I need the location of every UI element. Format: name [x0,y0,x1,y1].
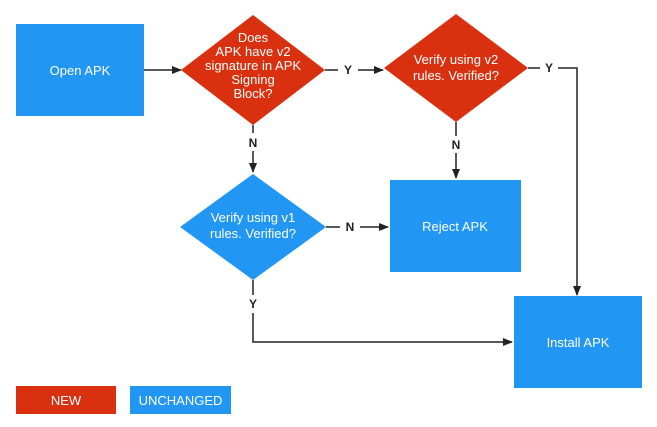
node-verify-v1-decision [180,174,326,280]
node-has-v2-line-5: Block? [233,86,272,101]
edge-label-verify-v2-yes: Y [545,61,553,75]
edge-verify-v1-yes-b [252,313,513,346]
node-has-v2-line-1: Does [238,30,269,45]
node-has-v2-decision [181,15,325,125]
edge-label-verify-v2-no: N [452,138,461,152]
node-verify-v1-line-2: rules. Verified? [210,226,296,241]
edge-label-has-v2-no: N [249,136,258,150]
node-install-apk-label: Install APK [547,335,610,350]
node-verify-v2-line-1: Verify using v2 [414,52,499,67]
node-verify-v1-line-1: Verify using v1 [211,210,296,225]
node-has-v2-line-3: signature in APK [205,58,301,73]
edge-label-verify-v1-yes: Y [249,297,257,311]
node-install-apk [514,296,642,388]
node-open-apk-label: Open APK [50,63,111,78]
legend-unchanged-label: UNCHANGED [138,392,223,408]
node-open-apk [16,24,144,116]
legend-new-label: NEW [50,392,82,408]
legend-unchanged: UNCHANGED [130,386,231,414]
node-reject-apk [390,180,521,272]
node-reject-apk-label: Reject APK [422,219,488,234]
node-has-v2-text: Does APK have v2 signature in APK Signin… [205,30,301,101]
node-has-v2-line-4: Signing [231,72,274,87]
edge-verify-v2-yes-b [558,67,581,296]
node-has-v2-line-2: APK have v2 [215,44,290,59]
legend-new: NEW [16,386,116,414]
edge-label-verify-v1-no: N [346,220,355,234]
node-verify-v2-line-2: rules. Verified? [413,68,499,83]
edge-label-has-v2-yes: Y [344,63,352,77]
edges [144,66,581,346]
node-verify-v2-decision [384,14,528,122]
